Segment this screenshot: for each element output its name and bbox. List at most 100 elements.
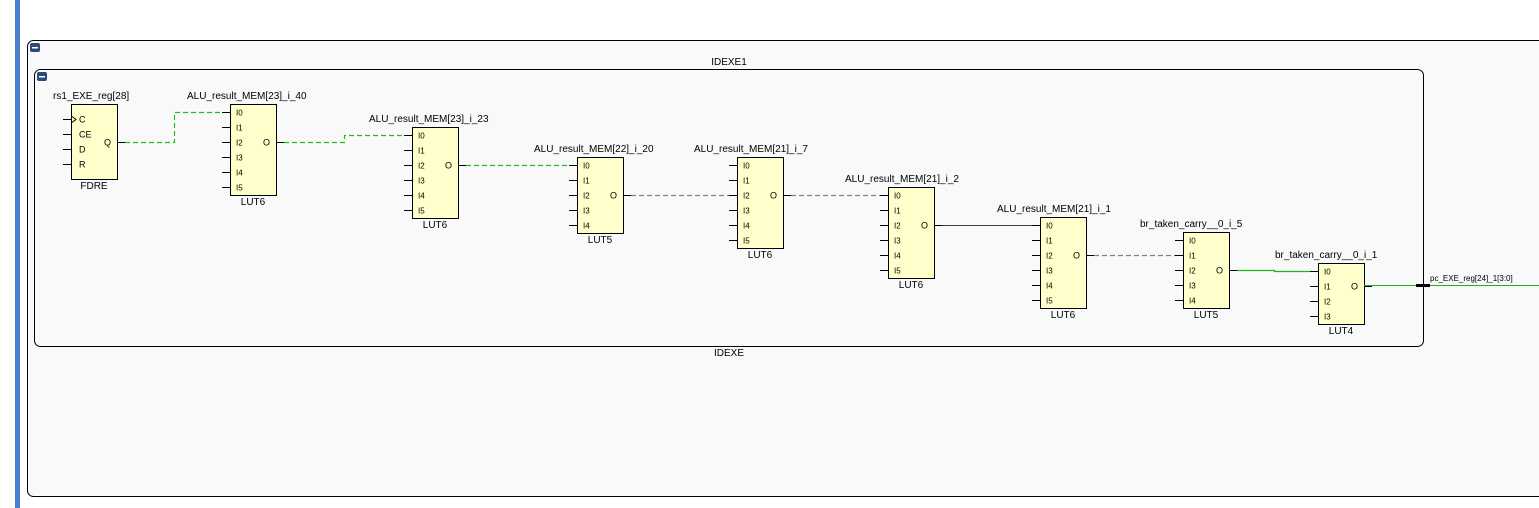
pin-label: I4 bbox=[583, 222, 590, 231]
net-wire[interactable] bbox=[284, 134, 404, 144]
cell-type: LUT6 bbox=[748, 250, 773, 261]
pin-label: O bbox=[1351, 282, 1358, 292]
pin-label: I2 bbox=[1046, 252, 1053, 261]
pin-label: I2 bbox=[894, 222, 901, 231]
cell-type: LUT6 bbox=[423, 220, 448, 231]
pin-label: I4 bbox=[418, 192, 425, 201]
pin-label: O bbox=[263, 138, 270, 148]
cell-body[interactable] bbox=[412, 127, 459, 219]
pin-label: R bbox=[79, 160, 86, 170]
pin-label: I3 bbox=[1046, 267, 1053, 276]
pin-label: I0 bbox=[743, 162, 750, 171]
pin-label: O bbox=[1073, 251, 1080, 261]
pin-label: CE bbox=[79, 130, 92, 140]
clock-icon bbox=[71, 116, 77, 123]
cell-type: FDRE bbox=[80, 181, 108, 192]
pin-label: O bbox=[445, 161, 452, 171]
pin-label: I0 bbox=[1189, 237, 1196, 246]
pin-label: I4 bbox=[1046, 282, 1053, 291]
pin-label: I5 bbox=[894, 267, 901, 276]
pin-label: I2 bbox=[418, 162, 425, 171]
pin-label: D bbox=[79, 145, 86, 155]
pin-label: I1 bbox=[743, 177, 750, 186]
pin-label: I3 bbox=[743, 207, 750, 216]
pin-label: I1 bbox=[1189, 252, 1196, 261]
net-wire[interactable] bbox=[1237, 269, 1310, 273]
pin-label: I5 bbox=[418, 207, 425, 216]
pin-label: I2 bbox=[1189, 267, 1196, 276]
cell-type: LUT5 bbox=[588, 235, 613, 246]
cell-name: ALU_result_MEM[21]_i_2 bbox=[845, 174, 959, 185]
cell-body[interactable] bbox=[1318, 263, 1365, 325]
pin-label: O bbox=[770, 191, 777, 201]
cell-body[interactable] bbox=[230, 104, 277, 196]
pin-label: I1 bbox=[1046, 237, 1053, 246]
cell-name: ALU_result_MEM[22]_i_20 bbox=[534, 144, 654, 155]
pin-label: I4 bbox=[894, 252, 901, 261]
pin-label: I2 bbox=[583, 192, 590, 201]
cell-body[interactable] bbox=[71, 104, 118, 180]
pin-label: O bbox=[1216, 266, 1223, 276]
pin-label: I0 bbox=[1046, 222, 1053, 231]
collapse-inner-button[interactable] bbox=[37, 72, 47, 81]
pin-label: I3 bbox=[1189, 282, 1196, 291]
cell-name: ALU_result_MEM[23]_i_23 bbox=[369, 114, 489, 125]
pin-label: O bbox=[610, 191, 617, 201]
pin-label: I4 bbox=[236, 169, 243, 178]
cell-type: LUT4 bbox=[1329, 326, 1354, 337]
output-port[interactable]: pc_EXE_reg[24]_1[3:0] bbox=[1364, 274, 1539, 287]
pin-label: I3 bbox=[236, 154, 243, 163]
pin-label: I0 bbox=[1324, 268, 1331, 277]
pin-label: I0 bbox=[894, 192, 901, 201]
cell-body[interactable] bbox=[888, 187, 935, 279]
cell-name: br_taken_carry__0_i_5 bbox=[1140, 219, 1243, 230]
pin-label: O bbox=[921, 221, 928, 231]
inner-block-label: IDEXE bbox=[714, 348, 744, 359]
pin-label: Q bbox=[104, 138, 111, 148]
pin-label: I1 bbox=[894, 207, 901, 216]
net-wire[interactable] bbox=[125, 111, 222, 144]
pin-label: I1 bbox=[583, 177, 590, 186]
port-bus-marker bbox=[1416, 284, 1430, 287]
cell-type: LUT6 bbox=[899, 280, 924, 291]
pin-label: I2 bbox=[1324, 298, 1331, 307]
cell-name: ALU_result_MEM[23]_i_40 bbox=[187, 91, 307, 102]
cell-body[interactable] bbox=[1040, 217, 1087, 309]
collapse-outer-button[interactable] bbox=[30, 43, 40, 52]
left-accent-bar bbox=[15, 0, 20, 508]
pin-label: I4 bbox=[743, 222, 750, 231]
pin-label: I3 bbox=[418, 177, 425, 186]
pin-label: I3 bbox=[583, 207, 590, 216]
cell-fdre[interactable]: rs1_EXE_reg[28] FDRE C CE DR Q bbox=[53, 91, 129, 192]
pin-label: I1 bbox=[236, 124, 243, 133]
pin-label: I1 bbox=[418, 147, 425, 156]
pin-label: I0 bbox=[583, 162, 590, 171]
cell-body[interactable] bbox=[1183, 232, 1230, 309]
pin-label: I5 bbox=[1046, 297, 1053, 306]
cell-name: br_taken_carry__0_i_1 bbox=[1275, 250, 1378, 261]
output-port-label: pc_EXE_reg[24]_1[3:0] bbox=[1430, 274, 1513, 283]
pin-label: I0 bbox=[236, 109, 243, 118]
pin-label: I0 bbox=[418, 132, 425, 141]
pin-label: I3 bbox=[1324, 313, 1331, 322]
cell-type: LUT5 bbox=[1194, 310, 1219, 321]
cell-name: ALU_result_MEM[21]_i_1 bbox=[997, 204, 1111, 215]
pin-label: I5 bbox=[743, 237, 750, 246]
pin-label: I2 bbox=[236, 139, 243, 148]
cell-name: ALU_result_MEM[21]_i_7 bbox=[694, 144, 808, 155]
cell-name: rs1_EXE_reg[28] bbox=[53, 91, 129, 102]
cell-body[interactable] bbox=[737, 157, 784, 249]
pin-label: C bbox=[79, 115, 86, 125]
cell-type: LUT6 bbox=[1051, 310, 1076, 321]
pin-label: I4 bbox=[1189, 297, 1196, 306]
cell-body[interactable] bbox=[577, 157, 624, 234]
cell-type: LUT6 bbox=[241, 197, 266, 208]
